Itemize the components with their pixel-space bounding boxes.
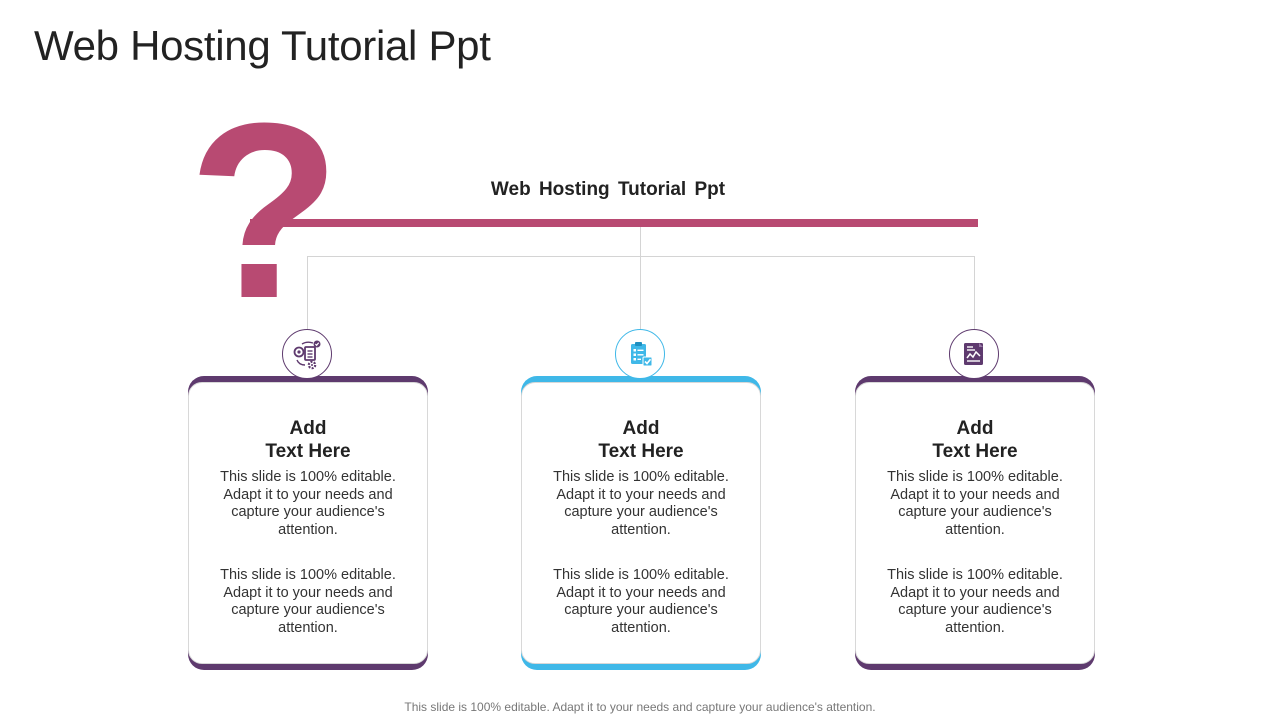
card-3-heading-line1: Add	[956, 418, 994, 439]
main-horizontal-bar	[250, 219, 978, 227]
card-3-icon-circle	[949, 329, 999, 379]
card-3-heading: Add Text Here	[856, 417, 1094, 463]
card-1-body: Add Text Here This slide is 100% editabl…	[188, 382, 428, 664]
connector-left	[307, 256, 308, 329]
card-2-heading-line2: Text Here	[598, 441, 684, 462]
card-3-text-2: This slide is 100% editable. Adapt it to…	[887, 567, 1063, 637]
card-1-text-2: This slide is 100% editable. Adapt it to…	[220, 567, 396, 637]
footer-note: This slide is 100% editable. Adapt it to…	[404, 700, 876, 714]
card-1-heading-line2: Text Here	[265, 441, 351, 462]
card-2-heading-line1: Add	[622, 418, 660, 439]
card-1: Add Text Here This slide is 100% editabl…	[188, 376, 428, 670]
card-2-heading: Add Text Here	[522, 417, 760, 463]
card-3-body: Add Text Here This slide is 100% editabl…	[855, 382, 1095, 664]
card-1-text-1: This slide is 100% editable. Adapt it to…	[220, 469, 396, 539]
connector-trunk	[640, 227, 641, 329]
question-mark-graphic: ?	[188, 71, 341, 350]
connector-horizontal	[307, 256, 975, 257]
report-document-chart-icon	[964, 343, 983, 365]
card-2-text-1: This slide is 100% editable. Adapt it to…	[553, 469, 729, 539]
card-2-icon-circle	[615, 329, 665, 379]
card-2: Add Text Here This slide is 100% editabl…	[521, 376, 761, 670]
process-document-gear-icon	[293, 340, 321, 370]
slide-title: Web Hosting Tutorial Ppt	[34, 22, 491, 69]
card-3-text-1: This slide is 100% editable. Adapt it to…	[887, 469, 1063, 539]
diagram-subtitle: Web Hosting Tutorial Ppt	[490, 179, 726, 200]
card-1-heading-line1: Add	[289, 418, 327, 439]
card-1-icon-circle	[282, 329, 332, 379]
card-2-body: Add Text Here This slide is 100% editabl…	[521, 382, 761, 664]
card-1-heading: Add Text Here	[189, 417, 427, 463]
card-3: Add Text Here This slide is 100% editabl…	[855, 376, 1095, 670]
connector-right	[974, 256, 975, 329]
card-2-text-2: This slide is 100% editable. Adapt it to…	[553, 567, 729, 637]
card-3-heading-line2: Text Here	[932, 441, 1018, 462]
clipboard-checklist-icon	[631, 342, 653, 367]
